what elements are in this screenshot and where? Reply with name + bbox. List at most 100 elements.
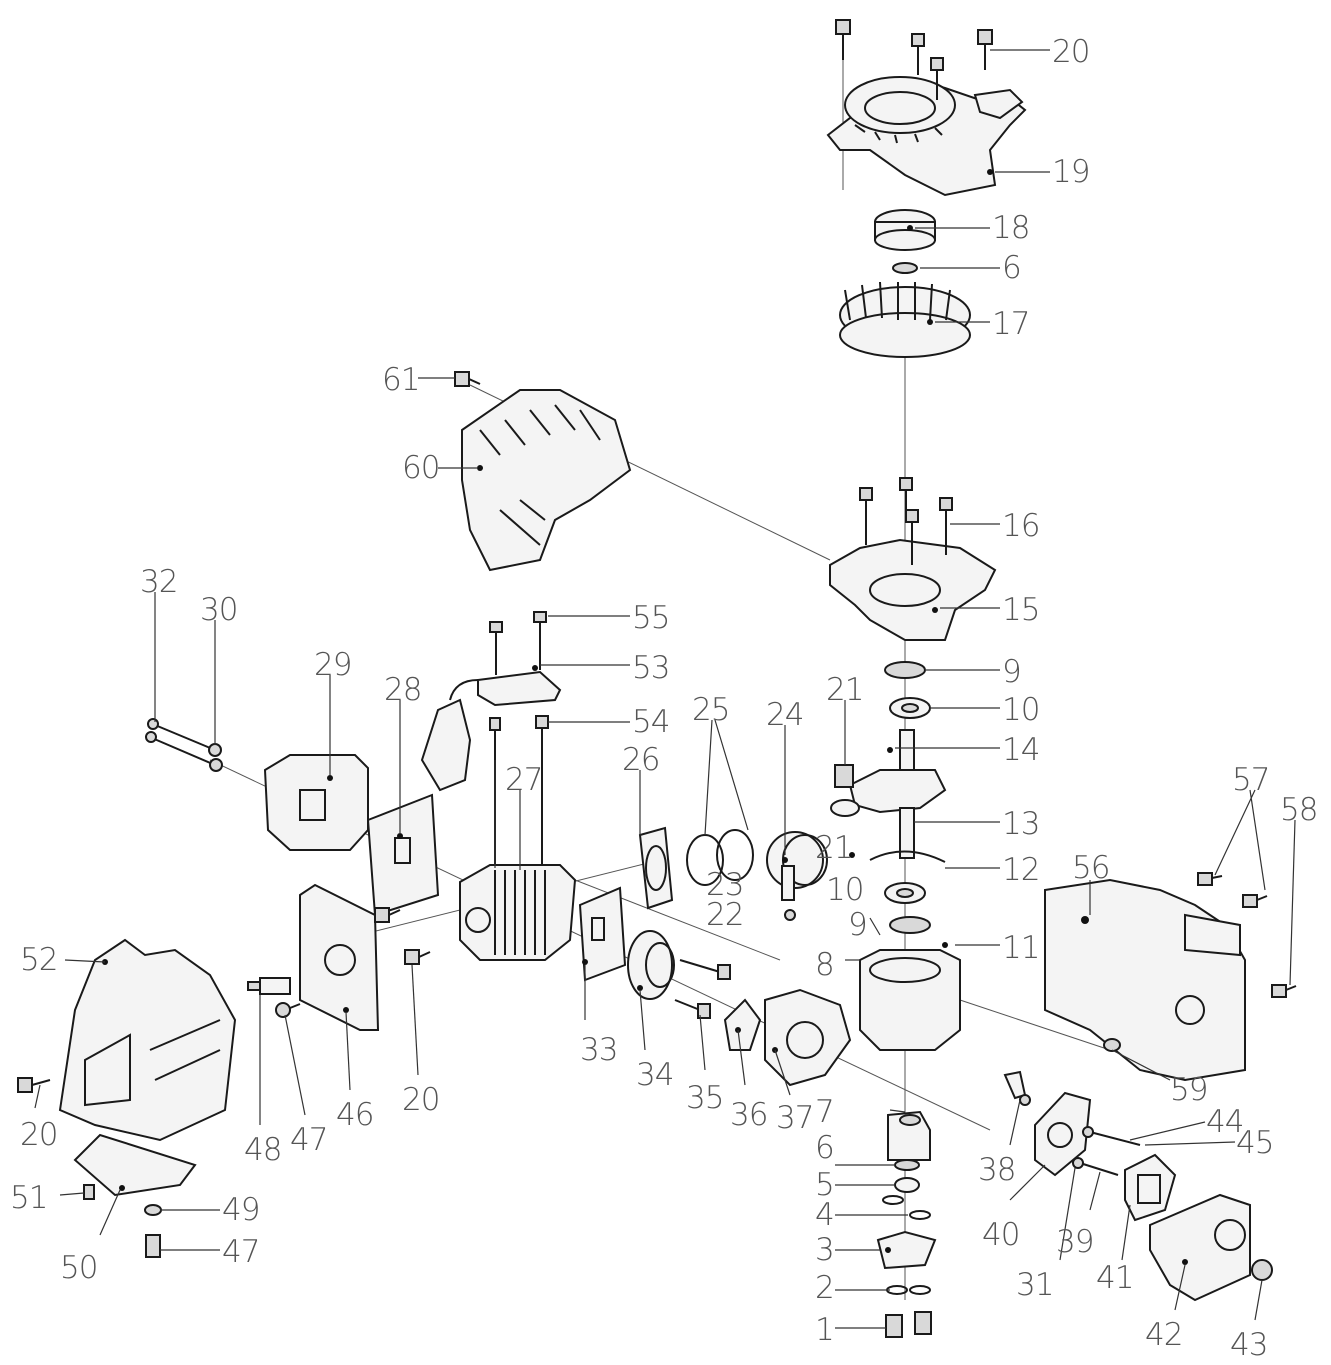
callout-4: 4 [815, 1197, 834, 1233]
callout-19: 19 [1052, 154, 1089, 190]
callout-57: 57 [1232, 762, 1269, 798]
air-filter-base [1034, 1091, 1092, 1177]
callout-54: 54 [632, 704, 669, 740]
callout-18: 18 [992, 210, 1029, 246]
fuel-tank [1044, 878, 1246, 1082]
muffler [263, 754, 369, 851]
heat-shield-plate [299, 883, 380, 1031]
callout-43: 43 [1230, 1327, 1267, 1363]
tank-grommet [1103, 1038, 1121, 1052]
callout-10b: 10 [826, 872, 863, 908]
callout-32: 32 [140, 564, 177, 600]
flywheel [839, 281, 971, 358]
muffler-gasket [366, 793, 440, 917]
cylinder-gasket [638, 826, 674, 910]
oil-seal-lower [889, 916, 931, 934]
callout-52: 52 [20, 942, 57, 978]
callout-41: 41 [1096, 1260, 1133, 1296]
callout-14: 14 [1002, 732, 1039, 768]
callout-15: 15 [1002, 592, 1039, 628]
choke-lever [1003, 1070, 1031, 1106]
callout-21b: 21 [815, 830, 852, 866]
callout-45: 45 [1236, 1125, 1273, 1161]
callout-11: 11 [1002, 930, 1039, 966]
ignition-coil [420, 665, 562, 792]
callout-26: 26 [622, 742, 659, 778]
callout-50: 50 [60, 1250, 97, 1286]
callout-29: 29 [314, 647, 351, 683]
callout-12: 12 [1002, 852, 1039, 888]
callout-60: 60 [402, 450, 439, 486]
callout-49: 49 [222, 1192, 259, 1228]
callout-labels: 20 19 18 6 17 61 60 16 15 32 30 55 53 29… [10, 34, 1318, 1363]
callout-25: 25 [692, 692, 729, 728]
cover-screw [17, 1077, 51, 1093]
engine-shroud [461, 389, 632, 572]
clutch-bolts [885, 1285, 932, 1338]
callout-9: 9 [1002, 654, 1021, 690]
callout-55: 55 [632, 600, 669, 636]
shroud-screw [454, 371, 481, 387]
callout-24: 24 [766, 697, 803, 733]
thrust-washer [849, 850, 946, 863]
bearing-lower [884, 882, 926, 904]
muffler-bolts [145, 718, 223, 772]
callout-13: 13 [1002, 806, 1039, 842]
callout-21: 21 [826, 672, 863, 708]
callout-9b: 9 [848, 907, 867, 943]
callout-10: 10 [1002, 692, 1039, 728]
cylinder [459, 864, 577, 961]
callout-59: 59 [1170, 1072, 1207, 1108]
callout-16: 16 [1002, 508, 1039, 544]
callout-20b: 20 [20, 1117, 57, 1153]
engine-cover [58, 938, 237, 1142]
bearing-upper [889, 697, 931, 719]
bottom-screws [83, 1184, 162, 1258]
callout-48: 48 [244, 1132, 281, 1168]
carburetor [764, 988, 852, 1087]
callout-8: 8 [815, 947, 834, 983]
callout-31: 31 [1016, 1267, 1053, 1303]
callout-46: 46 [336, 1097, 373, 1133]
starter-bolts [835, 19, 993, 100]
callout-7: 7 [815, 1094, 834, 1130]
insulator-bolts [674, 959, 731, 1019]
callout-34: 34 [636, 1057, 673, 1093]
clutch-washers [882, 1159, 931, 1220]
cover-knob [1251, 1259, 1273, 1281]
callout-56: 56 [1072, 850, 1109, 886]
shield-screws [275, 907, 431, 1018]
callout-42: 42 [1145, 1317, 1182, 1353]
callout-27: 27 [505, 762, 542, 798]
callout-53: 53 [632, 650, 669, 686]
piston-clip [784, 909, 796, 921]
callout-17: 17 [992, 306, 1029, 342]
callout-6b: 6 [815, 1130, 834, 1166]
callout-20c: 20 [402, 1082, 439, 1118]
crankcase-lower [859, 942, 961, 1051]
washer-top [892, 262, 918, 274]
intake-insulator [627, 930, 675, 1000]
carb-gasket [723, 998, 762, 1051]
bottom-plate [73, 1133, 197, 1197]
air-filter-element [1124, 1153, 1177, 1222]
starter-pulley [874, 209, 936, 251]
callout-37: 37 [776, 1100, 813, 1136]
clutch-housing [887, 1110, 931, 1161]
leader-lines [34, 49, 1296, 1329]
callout-38: 38 [978, 1152, 1015, 1188]
callout-22: 22 [706, 897, 743, 933]
spark-plug [247, 977, 291, 995]
callout-1: 1 [815, 1312, 834, 1348]
clutch-shoe [876, 1230, 937, 1270]
crankcase-bolts [859, 477, 953, 565]
recoil-starter-housing [826, 76, 1027, 197]
callout-51: 51 [10, 1180, 47, 1216]
callout-3: 3 [815, 1232, 834, 1268]
callout-58: 58 [1280, 792, 1317, 828]
callout-5: 5 [815, 1167, 834, 1203]
callout-40: 40 [982, 1217, 1019, 1253]
callout-47b: 47 [222, 1234, 259, 1270]
callout-47: 47 [290, 1122, 327, 1158]
